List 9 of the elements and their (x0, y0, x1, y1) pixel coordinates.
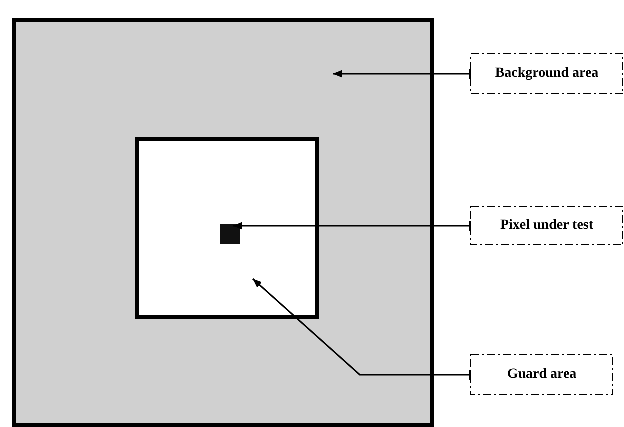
callout-label: Guard area (506, 367, 578, 383)
background-region (12, 18, 434, 427)
leader-arrow (333, 69, 471, 79)
leader-arrow (233, 221, 471, 231)
callout-label: Pixel under test (499, 218, 595, 234)
leader-arrow (252, 278, 471, 380)
callout-label: Background area (494, 66, 600, 82)
test-pixel (220, 224, 240, 244)
guard-region (135, 137, 319, 319)
